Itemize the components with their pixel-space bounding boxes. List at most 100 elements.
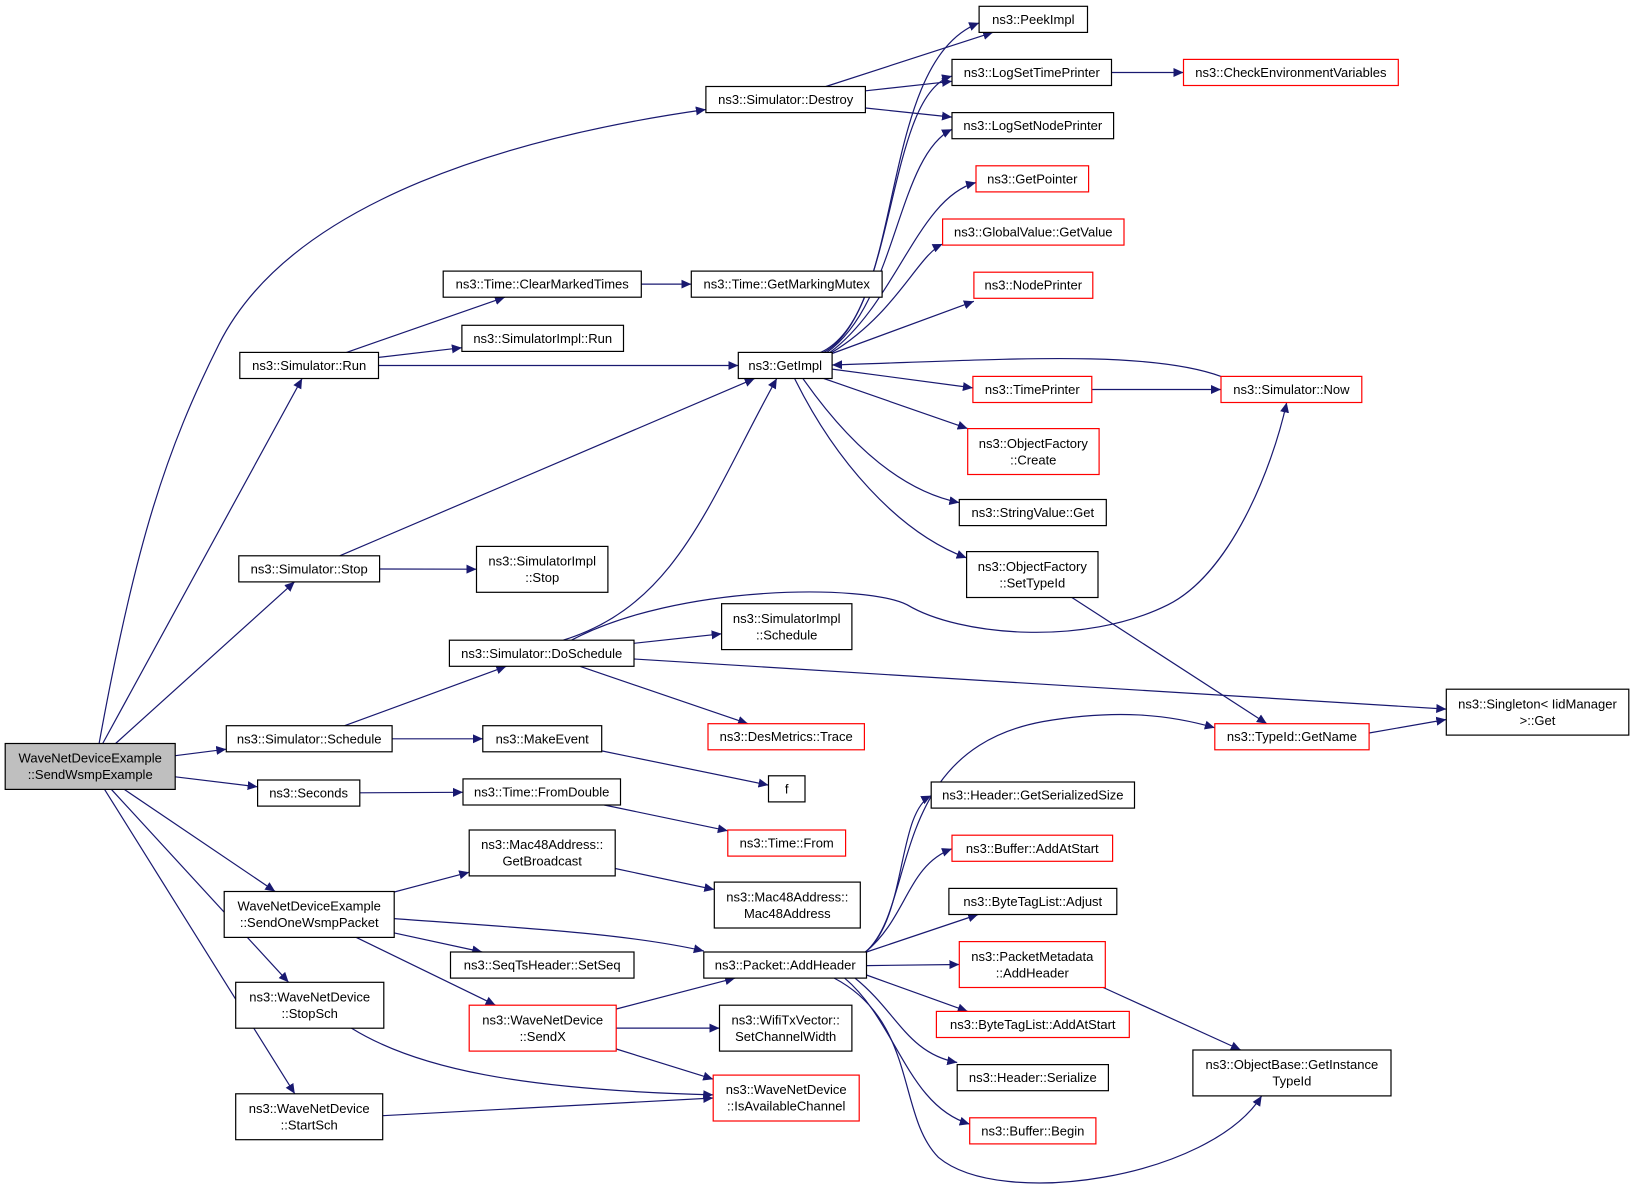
node-box[interactable] [948,887,1118,916]
node-isavailable[interactable]: ns3::WaveNetDevice::IsAvailableChannel [712,1074,860,1122]
node-clearmarked[interactable]: ns3::Time::ClearMarkedTimes [442,270,642,298]
node-pktmetaadd[interactable]: ns3::PacketMetadata::AddHeader [958,940,1106,989]
node-peekimpl[interactable]: ns3::PeekImpl [978,5,1089,34]
node-desmetrics[interactable]: ns3::DesMetrics::Trace [707,723,865,751]
node-box[interactable] [449,951,635,979]
node-stopsch[interactable]: ns3::WaveNetDevice::StopSch [235,981,385,1029]
node-headergetsize[interactable]: ns3::Header::GetSerializedSize [930,781,1136,809]
node-setseq[interactable]: ns3::SeqTsHeader::SetSeq [449,951,635,979]
node-objfactsettypeid[interactable]: ns3::ObjectFactory::SetTypeId [965,550,1099,599]
node-box[interactable] [225,725,393,753]
node-getbroadcast[interactable]: ns3::Mac48Address::GetBroadcast [468,829,616,877]
node-box[interactable] [935,1010,1130,1039]
node-sendone[interactable]: WaveNetDeviceExample::SendOneWsmpPacket [223,890,395,939]
node-globalvalue[interactable]: ns3::GlobalValue::GetValue [941,218,1125,246]
node-box[interactable] [737,351,833,380]
node-box[interactable] [707,723,865,751]
node-f[interactable]: f [767,775,806,803]
node-box[interactable] [223,890,395,939]
node-box[interactable] [703,951,868,979]
node-makeevent[interactable]: ns3::MakeEvent [482,725,603,753]
node-simrun[interactable]: ns3::Simulator::Run [239,351,380,380]
node-fromdouble[interactable]: ns3::Time::FromDouble [462,778,622,806]
node-addheader[interactable]: ns3::Packet::AddHeader [703,951,868,979]
node-simimplschedule[interactable]: ns3::SimulatorImpl::Schedule [720,603,853,651]
node-setchannelwidth[interactable]: ns3::WifiTxVector::SetChannelWidth [718,1004,853,1052]
node-root[interactable]: WaveNetDeviceExample::SendWsmpExample [4,742,176,791]
node-box[interactable] [951,111,1115,140]
node-box[interactable] [713,881,861,929]
node-box[interactable] [941,218,1125,246]
node-bytetagadjust[interactable]: ns3::ByteTagList::Adjust [948,887,1118,916]
node-box[interactable] [1192,1049,1392,1097]
node-box[interactable] [1214,723,1370,751]
node-box[interactable] [973,271,1094,299]
node-box[interactable] [727,829,847,857]
node-box[interactable] [235,1093,384,1141]
node-box[interactable] [461,324,625,352]
node-box[interactable] [767,775,806,803]
node-simstop[interactable]: ns3::Simulator::Stop [238,555,381,583]
node-sendx[interactable]: ns3::WaveNetDevice::SendX [468,1004,617,1052]
node-box[interactable] [448,639,635,667]
node-destroy[interactable]: ns3::Simulator::Destroy [705,85,867,114]
node-box[interactable] [972,375,1093,404]
node-box[interactable] [462,778,622,806]
node-typeidgetname[interactable]: ns3::TypeId::GetName [1214,723,1370,751]
node-box[interactable] [468,829,616,877]
node-doschedule[interactable]: ns3::Simulator::DoSchedule [448,639,635,667]
node-box[interactable] [475,545,609,593]
node-box[interactable] [718,1004,853,1052]
node-box[interactable] [712,1074,860,1122]
node-bufferaddatstart[interactable]: ns3::Buffer::AddAtStart [951,834,1114,862]
node-simimplrun[interactable]: ns3::SimulatorImpl::Run [461,324,625,352]
node-logsettimeprinter[interactable]: ns3::LogSetTimePrinter [951,58,1113,87]
node-getmarkingmutex[interactable]: ns3::Time::GetMarkingMutex [690,270,883,298]
node-box[interactable] [705,85,867,114]
node-nodeprinter[interactable]: ns3::NodePrinter [973,271,1094,299]
node-box[interactable] [965,550,1099,599]
node-schedule[interactable]: ns3::Simulator::Schedule [225,725,393,753]
node-mac48address[interactable]: ns3::Mac48Address::Mac48Address [713,881,861,929]
node-box[interactable] [235,981,385,1029]
node-bufferbegin[interactable]: ns3::Buffer::Begin [969,1117,1097,1145]
node-box[interactable] [238,555,381,583]
node-box[interactable] [482,725,603,753]
node-logsetnodeprinter[interactable]: ns3::LogSetNodePrinter [951,111,1115,140]
node-checkenv[interactable]: ns3::CheckEnvironmentVariables [1182,58,1399,87]
node-box[interactable] [239,351,380,380]
node-box[interactable] [930,781,1136,809]
node-getimpl[interactable]: ns3::GetImpl [737,351,833,380]
node-singleton[interactable]: ns3::Singleton< IidManager >::Get [1445,688,1630,736]
node-box[interactable] [978,5,1089,34]
node-bytetagaddatstart[interactable]: ns3::ByteTagList::AddAtStart [935,1010,1130,1039]
node-box[interactable] [1445,688,1630,736]
node-box[interactable] [967,428,1100,476]
node-box[interactable] [1220,375,1363,404]
node-box[interactable] [442,270,642,298]
node-timefrom[interactable]: ns3::Time::From [727,829,847,857]
node-stringvalue[interactable]: ns3::StringValue::Get [958,498,1107,527]
node-timeprinter[interactable]: ns3::TimePrinter [972,375,1093,404]
node-box[interactable] [720,603,853,651]
node-box[interactable] [958,498,1107,527]
node-box[interactable] [257,779,361,807]
node-box[interactable] [690,270,883,298]
node-startsch[interactable]: ns3::WaveNetDevice::StartSch [235,1093,384,1141]
node-simnow[interactable]: ns3::Simulator::Now [1220,375,1363,404]
node-box[interactable] [969,1117,1097,1145]
node-box[interactable] [956,1063,1110,1092]
node-seconds[interactable]: ns3::Seconds [257,779,361,807]
node-headerserialize[interactable]: ns3::Header::Serialize [956,1063,1110,1092]
node-box[interactable] [468,1004,617,1052]
node-box[interactable] [951,834,1114,862]
node-box[interactable] [975,165,1090,193]
node-box[interactable] [1182,58,1399,87]
node-simimplstop[interactable]: ns3::SimulatorImpl::Stop [475,545,609,593]
node-box[interactable] [958,940,1106,989]
node-objfactcreate[interactable]: ns3::ObjectFactory::Create [967,428,1100,476]
node-getpointer[interactable]: ns3::GetPointer [975,165,1090,193]
node-box[interactable] [951,58,1113,87]
node-box[interactable] [4,742,176,791]
